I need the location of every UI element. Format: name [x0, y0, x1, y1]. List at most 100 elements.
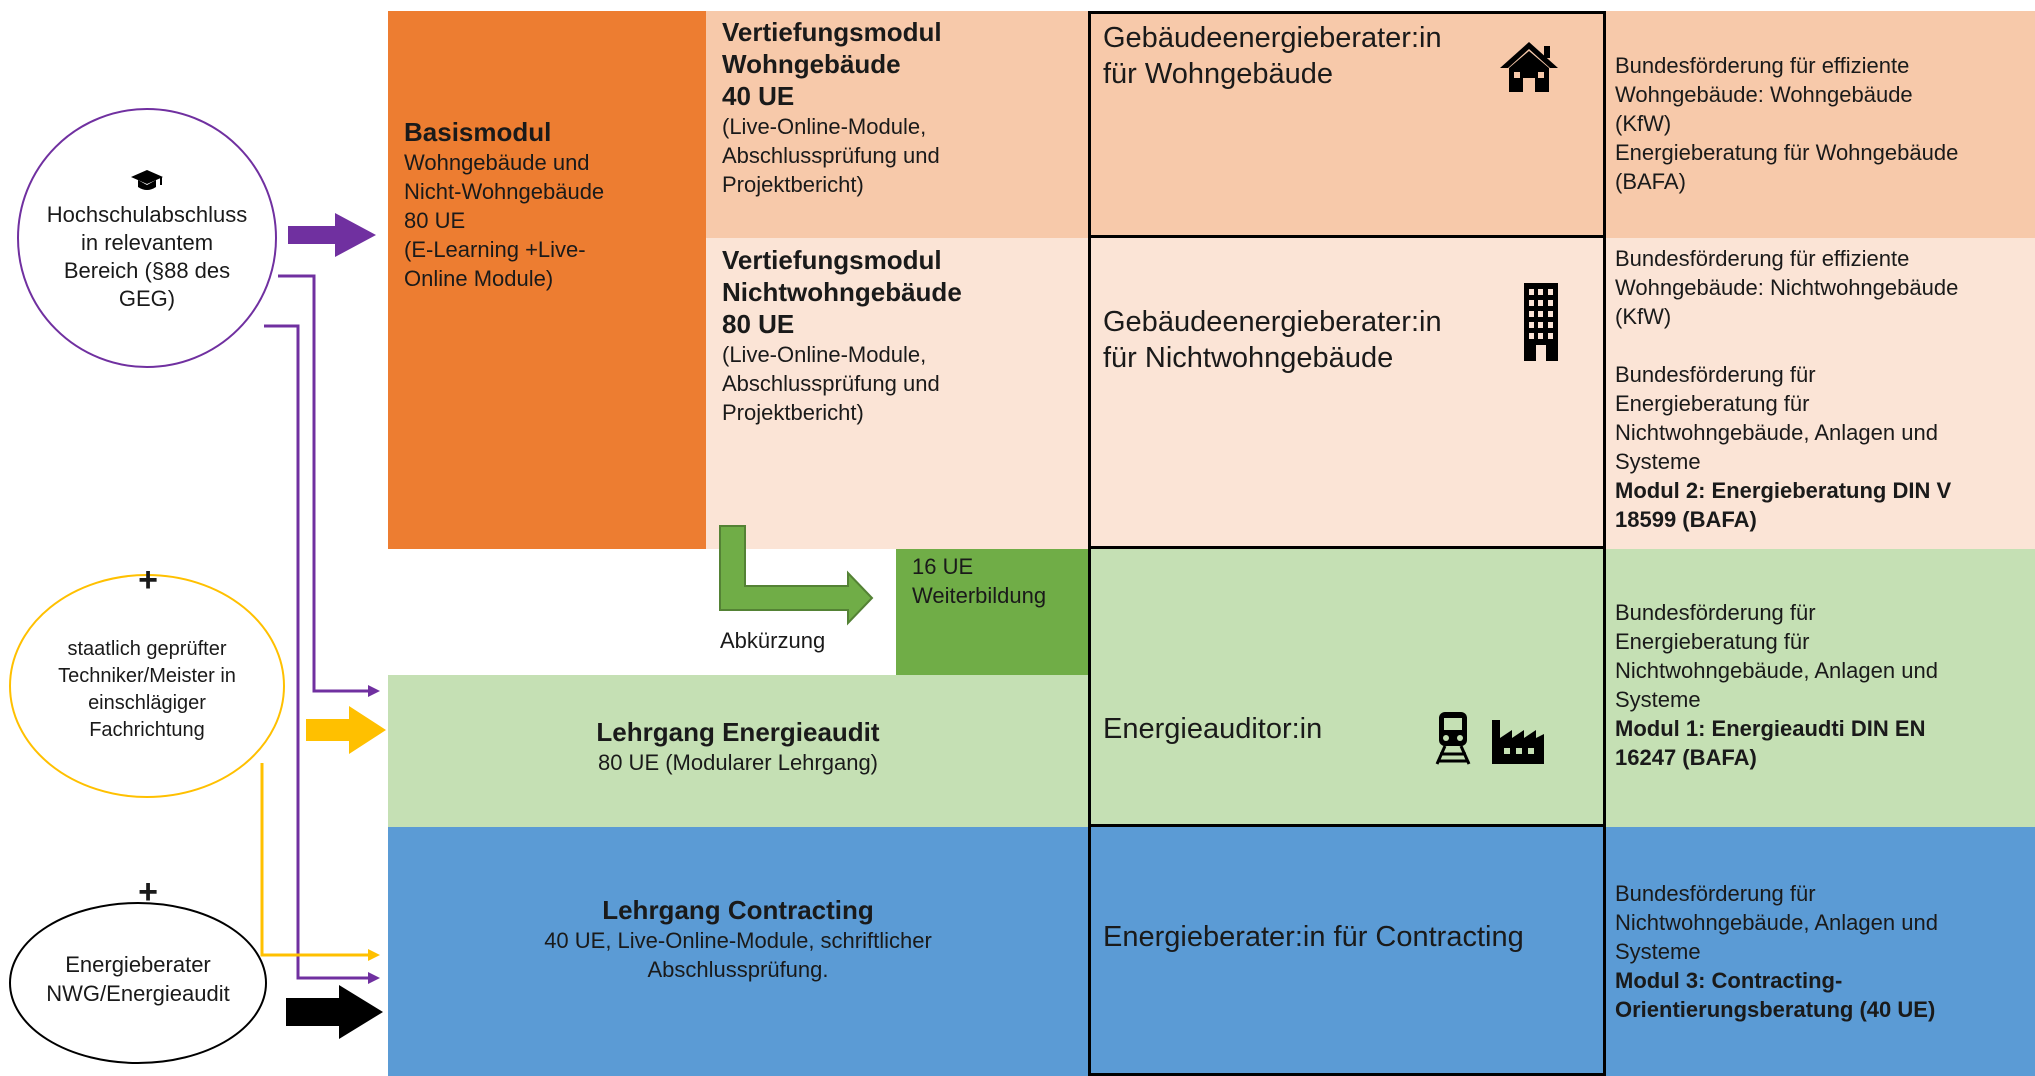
- funding-nwg-line-7: Nichtwohngebäude, Anlagen und: [1615, 420, 1938, 445]
- vertiefung-nwg-block: [706, 238, 1088, 549]
- vertiefung-wohn-title-2: Wohngebäude: [722, 49, 901, 79]
- vertiefung-nwg-line-3: Projektbericht): [722, 400, 864, 425]
- basismodul-title: Basismodul: [404, 117, 552, 147]
- basismodul-line-5: Online Module): [404, 266, 554, 291]
- funding-nwg-line-5: Bundesförderung für: [1615, 362, 1816, 387]
- house-icon: [1498, 38, 1560, 99]
- plus-sign-1: +: [138, 561, 158, 599]
- weiterbildung-block: [896, 549, 1088, 675]
- funding-audit-cell: [1606, 549, 2035, 827]
- train-icon: [1433, 710, 1473, 771]
- funding-wohn-line-2: Wohngebäude: Wohngebäude: [1615, 82, 1913, 107]
- role-wohn-text: Gebäudeenergieberater:in für Wohngebäude: [1103, 20, 1483, 92]
- funding-nwg-line-2: Wohngebäude: Nichtwohngebäude: [1615, 275, 1959, 300]
- role-audit-label: Energieauditor:in: [1103, 713, 1323, 745]
- purple-main-arrow: [288, 213, 376, 257]
- funding-contract-bold-2: Orientierungsberatung (40 UE): [1615, 997, 1936, 1022]
- role-nwg-cell: [1088, 238, 1606, 549]
- vertiefung-nwg-line-2: Abschlussprüfung und: [722, 371, 940, 396]
- role-nwg-text: Gebäudeenergieberater:in für Nichtwohnge…: [1103, 304, 1503, 376]
- lehrgang-contracting-text: Lehrgang Contracting 40 UE, Live-Online-…: [388, 894, 1088, 984]
- black-main-arrow: [286, 985, 383, 1039]
- funding-audit-line-3: Nichtwohngebäude, Anlagen und: [1615, 658, 1938, 683]
- basismodul-line-1: Wohngebäude und: [404, 150, 590, 175]
- lehrgang-contracting-line-2: Abschlussprüfung.: [647, 957, 829, 982]
- funding-wohn-line-1: Bundesförderung für effiziente: [1615, 53, 1910, 78]
- basismodul-line-2: Nicht-Wohngebäude: [404, 179, 605, 204]
- funding-nwg-text: Bundesförderung für effiziente Wohngebäu…: [1615, 244, 2035, 534]
- basismodul-text: Basismodul Wohngebäude und Nicht-Wohngeb…: [404, 116, 694, 293]
- weiterbildung-text: 16 UE Weiterbildung: [912, 552, 1084, 610]
- green-shortcut-arrow: [719, 525, 874, 626]
- degree-line-4: GEG): [118, 286, 176, 311]
- role-wohn-line-2: für Wohngebäude: [1103, 58, 1334, 90]
- funding-contract-cell: [1606, 827, 2035, 1076]
- purple-line-audit: [278, 274, 368, 693]
- role-wohn-line-1: Gebäudeenergieberater:in: [1103, 22, 1442, 54]
- vertiefung-wohn-line-2: Abschlussprüfung und: [722, 143, 940, 168]
- technician-line-3: einschlägiger: [88, 692, 206, 714]
- role-nwg-line-1: Gebäudeenergieberater:in: [1103, 306, 1442, 338]
- vertiefung-wohn-title-1: Vertiefungsmodul: [722, 17, 942, 47]
- funding-contract-line-3: Systeme: [1615, 939, 1701, 964]
- lehrgang-energieaudit-block: [388, 675, 1088, 827]
- funding-audit-line-2: Energieberatung für: [1615, 629, 1810, 654]
- vertiefung-nwg-line-1: (Live-Online-Module,: [722, 342, 927, 367]
- lehrgang-energieaudit-title: Lehrgang Energieaudit: [596, 717, 880, 747]
- vertiefung-nwg-title-3: 80 UE: [722, 309, 795, 339]
- weiterbildung-line-2: Weiterbildung: [912, 583, 1047, 608]
- funding-nwg-bold-1: Modul 2: Energieberatung DIN V: [1615, 478, 1952, 503]
- funding-contract-line-1: Bundesförderung für: [1615, 881, 1816, 906]
- basismodul-line-4: (E-Learning +Live-: [404, 237, 586, 262]
- technician-line-2: Techniker/Meister in: [58, 665, 236, 687]
- funding-nwg-bold-2: 18599 (BAFA): [1615, 507, 1757, 532]
- vertiefung-wohn-line-3: Projektbericht): [722, 172, 864, 197]
- technician-text: staatlich geprüfter Techniker/Meister in…: [20, 636, 274, 744]
- funding-nwg-line-3: (KfW): [1615, 304, 1672, 329]
- technician-ellipse: [9, 574, 285, 798]
- basismodul-block: [388, 11, 706, 549]
- weiterbildung-line-1: 16 UE: [912, 554, 974, 579]
- building-icon: [1521, 283, 1561, 366]
- funding-contract-line-2: Nichtwohngebäude, Anlagen und: [1615, 910, 1938, 935]
- yellow-line-contract: [260, 763, 368, 957]
- funding-wohn-line-3: (KfW): [1615, 111, 1672, 136]
- degree-line-1: Hochschulabschluss: [46, 202, 248, 227]
- funding-nwg-line-8: Systeme: [1615, 449, 1701, 474]
- role-audit-cell: [1088, 549, 1606, 827]
- funding-nwg-line-6: Energieberatung für: [1615, 391, 1810, 416]
- technician-line-4: Fachrichtung: [89, 719, 205, 741]
- plus-sign-2: +: [138, 873, 158, 911]
- funding-contract-text: Bundesförderung für Nichtwohngebäude, An…: [1615, 879, 2035, 1024]
- role-contract-cell: [1088, 827, 1606, 1076]
- lehrgang-energieaudit-text: Lehrgang Energieaudit 80 UE (Modularer L…: [388, 716, 1088, 777]
- funding-nwg-cell: [1606, 238, 2035, 549]
- degree-circle: [17, 108, 277, 368]
- advisor-line-1: Energieberater: [65, 952, 211, 977]
- vertiefung-nwg-title-2: Nichtwohngebäude: [722, 277, 962, 307]
- funding-audit-line-4: Systeme: [1615, 687, 1701, 712]
- funding-contract-bold-1: Modul 3: Contracting-: [1615, 968, 1843, 993]
- vertiefung-wohn-block: [706, 11, 1088, 238]
- funding-wohn-cell: [1606, 11, 2035, 238]
- vertiefung-wohn-text: Vertiefungsmodul Wohngebäude 40 UE (Live…: [722, 16, 1082, 199]
- basismodul-line-3: 80 UE: [404, 208, 466, 233]
- advisor-ellipse: [9, 902, 267, 1064]
- vertiefung-nwg-text: Vertiefungsmodul Nichtwohngebäude 80 UE …: [722, 244, 1082, 427]
- technician-line-1: staatlich geprüfter: [67, 638, 227, 660]
- yellow-main-arrow: [306, 706, 386, 754]
- vertiefung-nwg-title-1: Vertiefungsmodul: [722, 245, 942, 275]
- funding-audit-text: Bundesförderung für Energieberatung für …: [1615, 598, 2035, 772]
- funding-nwg-line-4: [1615, 331, 2035, 360]
- funding-audit-line-1: Bundesförderung für: [1615, 600, 1816, 625]
- advisor-text: Energieberater NWG/Energieaudit: [12, 950, 264, 1008]
- degree-line-2: in relevantem: [80, 230, 214, 255]
- degree-circle-text: Hochschulabschluss in relevantem Bereich…: [22, 168, 272, 313]
- vertiefung-wohn-title-3: 40 UE: [722, 81, 795, 111]
- vertiefung-wohn-line-1: (Live-Online-Module,: [722, 114, 927, 139]
- purple-line-contract: [264, 324, 368, 980]
- graduation-cap-icon: [22, 168, 272, 201]
- lehrgang-energieaudit-sub: 80 UE (Modularer Lehrgang): [597, 750, 879, 775]
- lehrgang-contracting-title: Lehrgang Contracting: [602, 895, 874, 925]
